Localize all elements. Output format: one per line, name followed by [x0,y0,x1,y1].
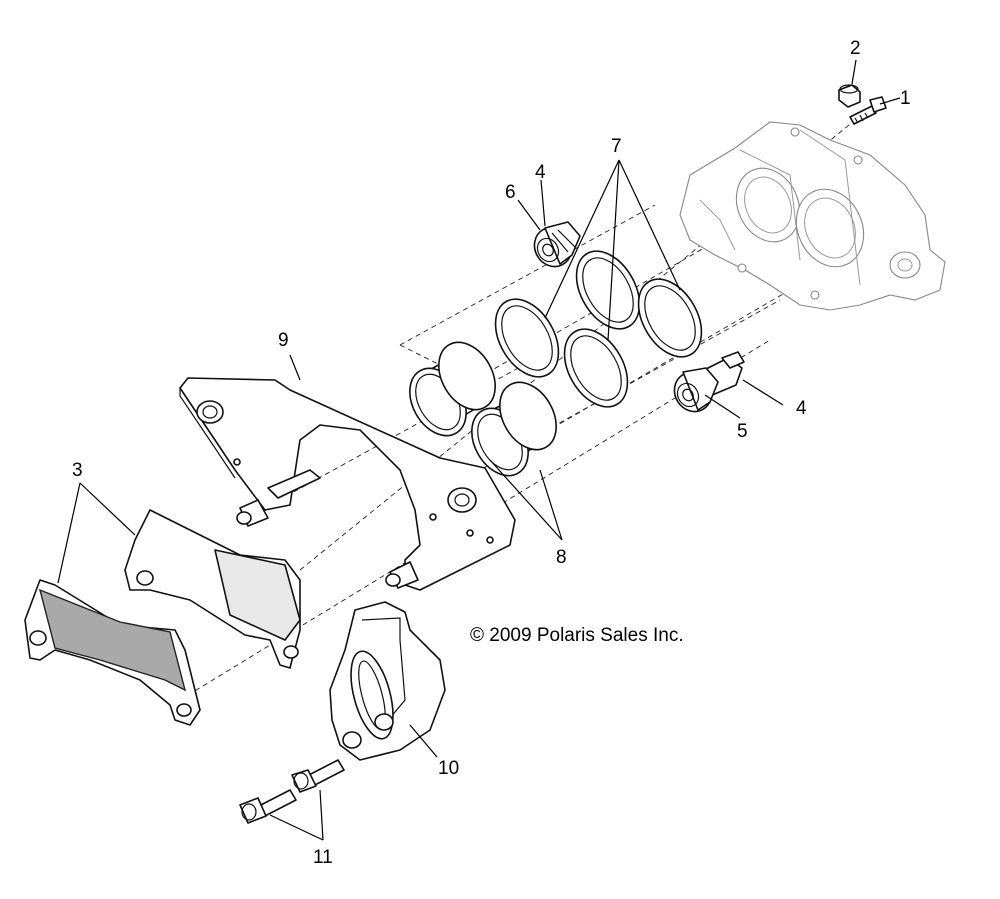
caliper-body [679,121,946,311]
callout-9: 9 [278,330,289,351]
caliper-mount [329,601,446,761]
pin-boot-upper [533,221,581,268]
callout-7: 7 [611,136,622,157]
callout-11: 11 [313,847,333,868]
callout-3: 3 [72,460,83,481]
callout-6: 6 [505,182,516,203]
piston-seals [494,250,703,408]
callout-4-upper: 4 [535,162,546,183]
leader-lines [57,59,901,841]
callout-2: 2 [850,38,861,59]
pin-boot-lower [673,351,745,413]
callouts: 1 2 4 6 7 4 5 8 9 3 10 11 [72,38,911,868]
brake-pads [24,509,301,726]
callout-4-lower: 4 [796,398,807,419]
caliper-bracket [179,377,516,591]
callout-10: 10 [438,758,459,779]
bleeder-screw [849,96,887,125]
bleeder-cap [838,84,861,108]
callout-1: 1 [900,88,911,109]
copyright-notice: © 2009 Polaris Sales Inc. [470,625,684,646]
callout-5: 5 [737,421,748,442]
callout-8: 8 [556,547,567,568]
pistons [409,341,557,477]
mounting-bolts [239,759,345,824]
